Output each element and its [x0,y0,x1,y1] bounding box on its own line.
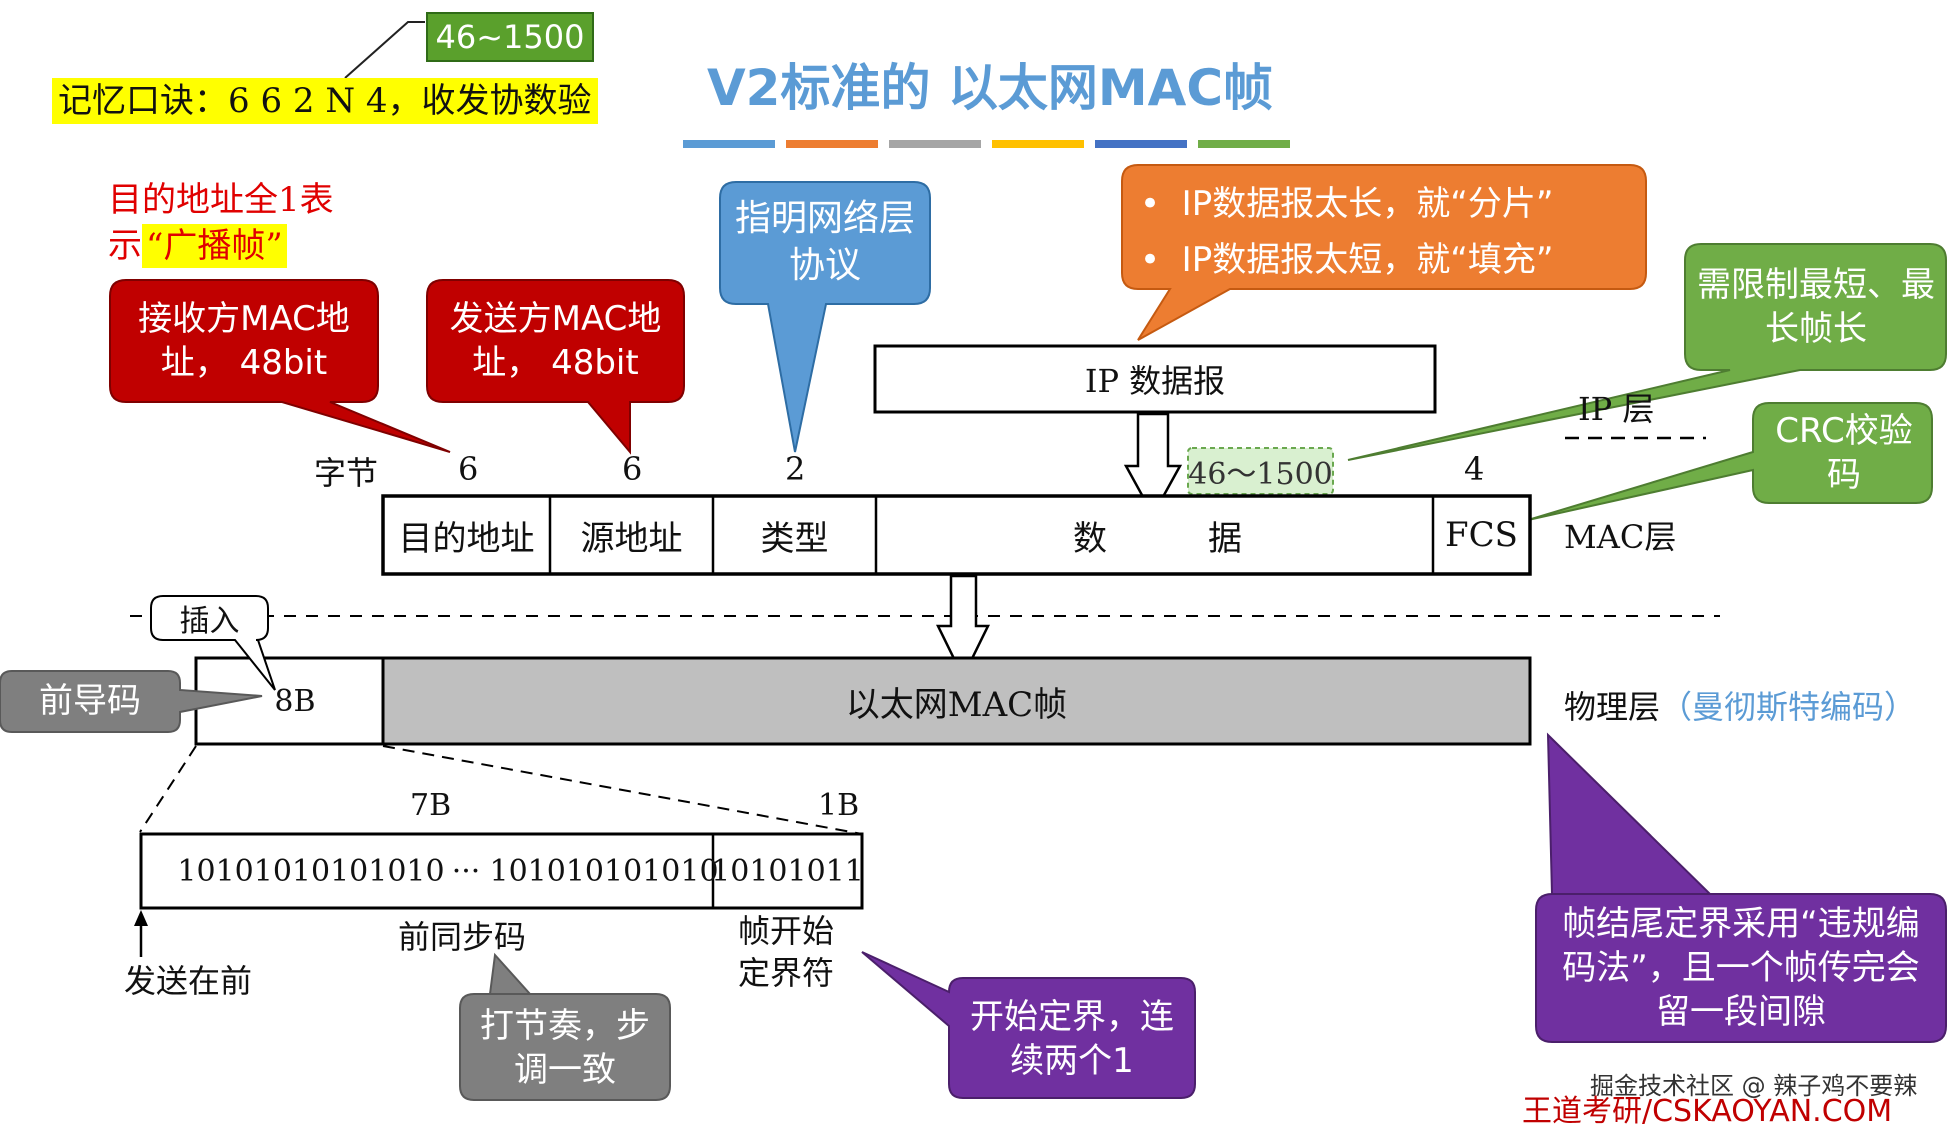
range-badge: 46~1500 [426,12,594,62]
broadcast-note-line2: 示“广播帧” [108,218,287,268]
field-data-b: 据 [1208,518,1242,559]
sync-label: 前同步码 [398,918,527,956]
rhythm-callout: 打节奏，步调一致 [480,1005,650,1090]
src-mac-callout: 发送方MAC地址， 48bit [449,298,662,383]
preamble-detail-box [139,832,864,910]
preamble-7b: 7B [410,788,452,823]
data-size-badge [1187,447,1334,495]
zoom-line-left [139,745,197,833]
ip-packet-label: IP 数据报 [1084,362,1226,400]
ip-layer-label: IP 层 [1578,390,1655,428]
ip-down-arrow [1123,412,1183,518]
type-callout-shape [719,181,931,453]
end-delim-callout-shape [1535,732,1947,1043]
preamble-1b: 1B [818,788,860,823]
phy-layer-label: 物理层（曼彻斯特编码） [1564,682,1916,728]
page-title: V2标准的 以太网MAC帧 [706,59,1274,117]
sfd-bits: 10101011 [711,853,864,889]
sfd-callout-shape [861,951,1196,1099]
phy-mac-frame-box [381,656,1532,746]
byte-type: 2 [785,450,806,488]
byte-dest: 6 [458,450,479,488]
crc-callout: CRC校验码 [1775,410,1913,495]
field-dest: 目的地址 [398,518,535,559]
preamble-ellipsis: ··· [451,853,481,889]
preamble-bits-a: 10101010101010 [177,853,445,889]
mnemonic-text: 记忆口诀：6 6 2 N 4，收发协数验 [52,78,598,124]
footer-community: 掘金技术社区 @ 辣子鸡不要辣 [1590,1072,1918,1100]
phy-layer-name: 物理层 [1564,688,1661,726]
byte-src: 6 [622,450,643,488]
ip-packet-box [873,344,1437,414]
field-src: 源地址 [580,518,683,559]
preamble-bits-b: 101010101010 [489,853,719,889]
broadcast-note-prefix: 示 [108,226,142,266]
end-delim-callout: 帧结尾定界采用“违规编码法”，且一个帧传完会留一段间隙 [1562,903,1920,1033]
dest-mac-callout-shape [109,279,451,453]
length-callout-shape [1347,243,1947,461]
field-data-a: 数 [1073,518,1107,559]
title-color-bars [683,140,1290,148]
field-type: 类型 [760,518,829,559]
broadcast-note-line1: 目的地址全1表 [108,180,334,220]
field-fcs: FCS [1445,515,1518,555]
preamble-callout-shape [0,670,263,733]
zoom-line-right [382,745,863,835]
mac-layer-label: MAC层 [1564,518,1677,556]
src-mac-callout-shape [426,279,685,455]
preamble-callout: 前导码 [39,681,141,722]
type-callout: 指明网络层协议 [734,198,915,286]
broadcast-note-highlight: “广播帧” [142,224,287,268]
ip-size-callout-shape [1121,164,1647,341]
phy-mac-frame-label: 以太网MAC帧 [845,684,1068,725]
preamble-size: 8B [274,683,316,719]
byte-fcs: 4 [1464,450,1485,488]
send-first-arrow-head [134,910,148,926]
sfd-callout: 开始定界，连续两个1 [970,996,1174,1081]
send-first-label: 发送在前 [124,962,253,1000]
ip-size-bullet-2: • IP数据报太短，就“填充” [1140,240,1554,280]
footer-brand: 王道考研/CSKAOYAN.COM [1522,1094,1893,1129]
insert-callout: 插入 [179,604,240,639]
byte-data: 46～1500 [1188,457,1333,492]
crc-callout-shape [1527,402,1933,521]
sfd-label: 帧开始定界符 [738,912,835,992]
mac-frame [381,494,1532,576]
length-callout: 需限制最短、最长帧长 [1697,264,1935,349]
byte-row-label: 字节 [314,454,379,492]
ip-size-bullet-1: • IP数据报太长，就“分片” [1140,184,1554,224]
ip-size-callout: • IP数据报太长，就“分片” • IP数据报太短，就“填充” [1140,176,1640,288]
phy-layer-note: （曼彻斯特编码） [1660,688,1917,726]
insert-callout-shape [150,595,276,691]
rhythm-callout-shape [459,952,671,1101]
mac-down-arrow [935,574,991,680]
dest-mac-callout: 接收方MAC地址， 48bit [138,298,350,383]
badge-leader-line [344,21,425,79]
